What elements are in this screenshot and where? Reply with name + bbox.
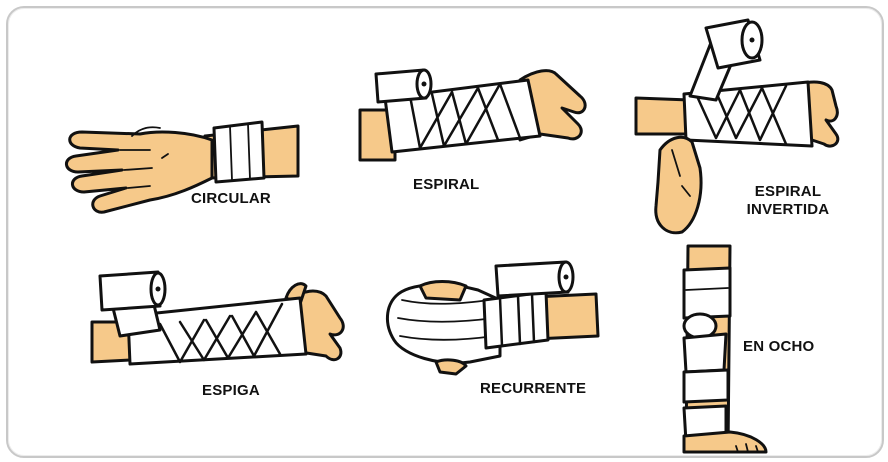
label-espiral: ESPIRAL — [413, 176, 479, 194]
label-espiral-invertida-line2: INVERTIDA — [733, 201, 843, 219]
espiral-arm-illustration — [360, 70, 585, 160]
label-recurrente: RECURRENTE — [480, 380, 586, 398]
label-circular: CIRCULAR — [191, 190, 271, 208]
label-espiga: ESPIGA — [202, 382, 260, 400]
label-espiral-invertida-line1: ESPIRAL — [733, 183, 843, 201]
recurrente-hand-illustration — [387, 262, 598, 374]
espiga-arm-illustration — [92, 272, 343, 364]
label-en-ocho: EN OCHO — [743, 338, 814, 356]
